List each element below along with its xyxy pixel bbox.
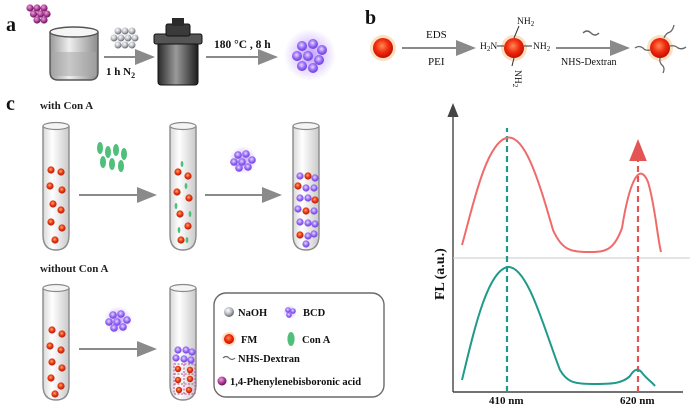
pba-legend-icon (217, 376, 227, 386)
legend-pba: 1,4-Phenylenebisboronic acid (230, 377, 361, 388)
dextran-icon (582, 30, 600, 36)
bcd-cluster-icon-2 (104, 306, 132, 334)
panel-c-label: c (6, 93, 15, 115)
with-cona-label: with Con A (40, 100, 93, 112)
beaker-icon (49, 26, 99, 81)
legend-box: NaOH BCD FM Con A NHS-Dextran 1,4-Phenyl… (213, 292, 385, 398)
without-cona-label: without Con A (40, 263, 109, 275)
step2-text: 180 °C , 8 h (214, 39, 271, 51)
amine-right: NH2 (533, 42, 551, 53)
spectrum-bottom-curve (461, 265, 656, 387)
naoh-cluster-icon (110, 27, 139, 49)
arrow1-bottom-label: PEI (428, 56, 445, 68)
fluorescence-spectrum: FL (a.u.) 410 nm 620 nm (433, 103, 690, 406)
legend-cona: Con A (302, 335, 331, 346)
pba-cluster-icon (26, 4, 51, 24)
step1-text: 1 h N2 (106, 66, 135, 80)
spectrum-top-curve (461, 136, 662, 254)
cona-legend-icon (287, 332, 295, 346)
bcd-legend-icon (283, 305, 297, 319)
amine-top: NH2 (517, 17, 535, 28)
naoh-legend-icon (224, 307, 234, 317)
legend-fm: FM (241, 335, 257, 346)
y-axis-label: FL (a.u.) (433, 248, 448, 300)
dextran-legend-icon (222, 355, 236, 361)
cona-cluster-icon (97, 142, 127, 172)
bcd-product-icon (284, 29, 336, 81)
arrow2-label: NHS-Dextran (561, 57, 617, 68)
fm-nanoparticle-icon (370, 35, 396, 61)
test-tube-4 (42, 283, 70, 401)
panel-b-label: b (365, 7, 376, 29)
arrow1-top-label: EDS (426, 29, 447, 41)
legend-naoh: NaOH (238, 308, 267, 319)
bcd-fm-mixture (294, 172, 319, 248)
test-tube-1 (42, 121, 70, 251)
bcd-cluster-icon (229, 146, 257, 174)
legend-bcd: BCD (303, 308, 326, 319)
amine-left: H2N (480, 42, 497, 53)
fm-particles (46, 166, 66, 244)
fm-legend-icon (222, 332, 236, 346)
test-tube-5 (169, 283, 197, 401)
x-tick-410: 410 nm (489, 395, 524, 406)
panel-a-label: a (6, 14, 16, 36)
test-tube-3 (292, 121, 320, 251)
autoclave-icon (153, 18, 203, 86)
legend-dextran: NHS-Dextran (238, 354, 300, 365)
test-tube-2 (169, 121, 197, 251)
amine-bottom: NH2 (511, 70, 522, 88)
amine-particle-icon (497, 25, 532, 67)
x-tick-620: 620 nm (620, 395, 655, 406)
dextran-particle-icon (634, 24, 687, 74)
